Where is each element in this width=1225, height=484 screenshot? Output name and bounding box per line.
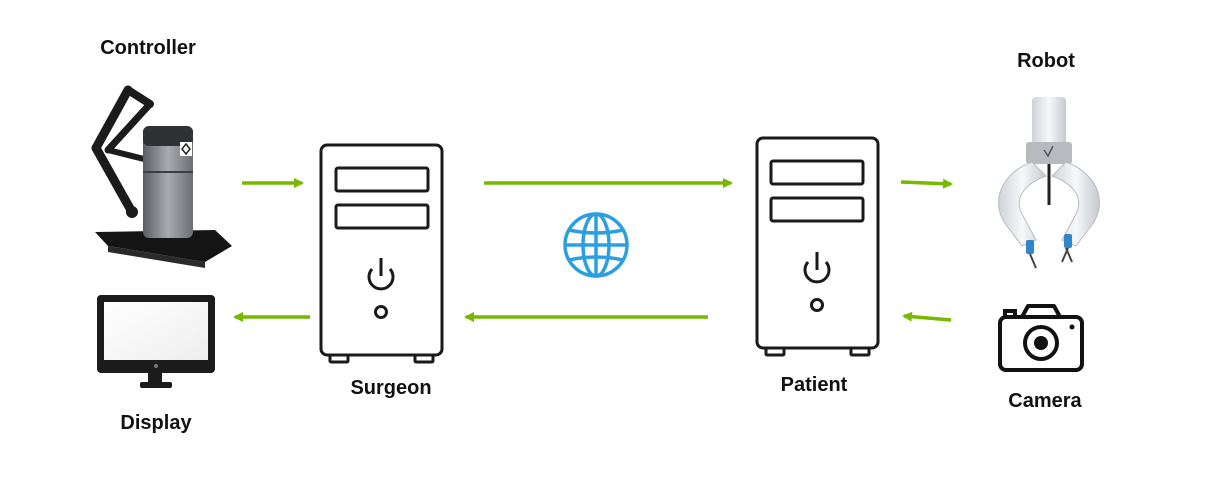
camera-icon [998,304,1084,372]
camera-label: Camera [1008,390,1082,412]
surgeon-label: Surgeon [350,377,432,399]
monitor-icon [97,295,215,388]
controller-label: Controller [100,37,196,59]
robot-label: Robot [1017,50,1075,72]
haptic-controller-icon [91,85,232,268]
arrow-patient-to-robot [900,178,953,189]
patient-label: Patient [780,374,848,396]
surgeon-server-icon [319,143,444,364]
arrow-camera-to-patient [902,311,952,322]
display-label: Display [120,412,192,434]
patient-server-icon [755,136,880,357]
globe-icon [563,212,629,278]
robotic-gripper-icon [998,97,1100,269]
